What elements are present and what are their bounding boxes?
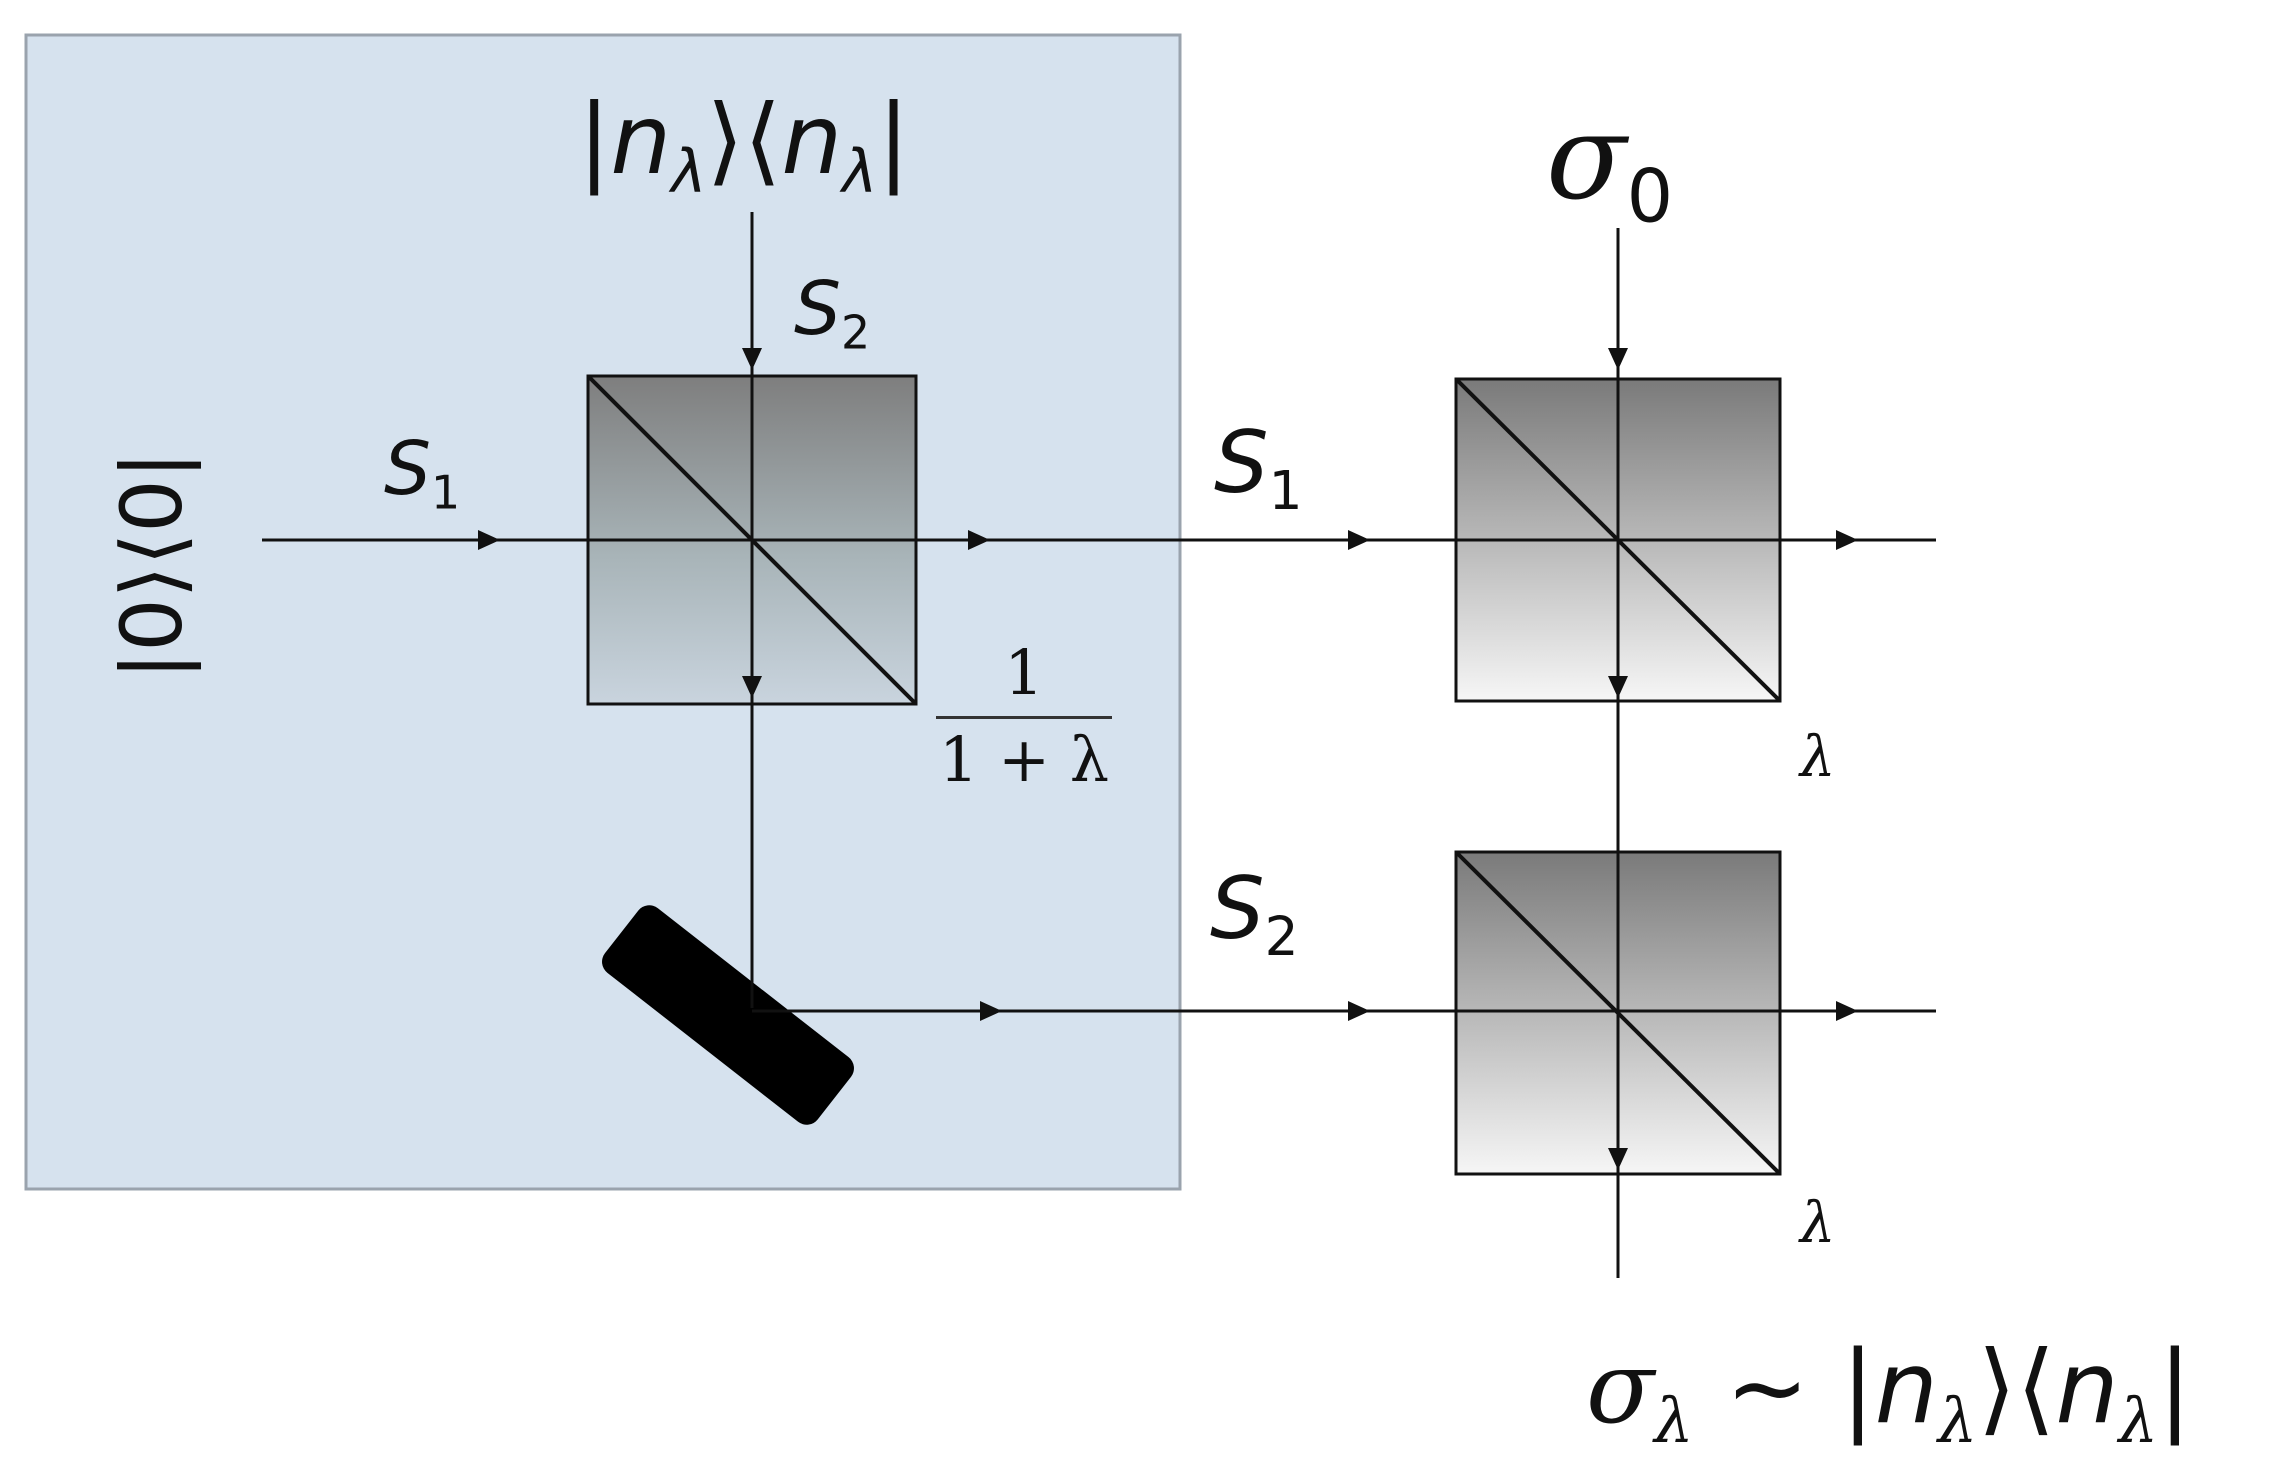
fraction-numerator: 1 — [1004, 636, 1044, 709]
beam-arrows — [478, 348, 1858, 1170]
lambda-label-bottom: λ — [1800, 1191, 1836, 1256]
s1-outer-sub: 1 — [1268, 460, 1303, 523]
n-left: n — [610, 84, 672, 196]
out-n1-sub: λ — [1938, 1383, 1978, 1457]
out-n2-sub: λ — [2118, 1383, 2159, 1457]
s2-inner-label: S2 — [794, 272, 870, 357]
s2-outer-label: S2 — [1210, 866, 1299, 964]
s2-inner-sub: 2 — [840, 305, 871, 360]
s2-outer-letter: S — [1210, 859, 1265, 959]
out-end: | — [2158, 1329, 2192, 1446]
beam-paths — [262, 212, 1936, 1278]
transmission-fraction: 1 1 + λ — [936, 642, 1112, 791]
input-label-top: |nλ⟩⟨nλ| — [578, 92, 910, 203]
n-right: n — [781, 84, 843, 196]
n-right-sub: λ — [842, 138, 878, 208]
fraction-bar — [936, 716, 1112, 719]
lambda-label-top: λ — [1800, 725, 1836, 790]
vacuum-input-label: |0⟩⟨0| — [103, 450, 201, 680]
s2-inner-letter: S — [794, 266, 841, 352]
bar-left: | — [578, 84, 611, 196]
output-label: σλ ∼ |nλ⟩⟨nλ| — [1586, 1338, 2192, 1452]
bar-right: | — [877, 84, 910, 196]
n-left-sub: λ — [671, 138, 707, 208]
out-sigma: σ — [1586, 1329, 1655, 1446]
s2-outer-sub: 2 — [1264, 906, 1299, 969]
s1-inner-sub: 1 — [430, 465, 461, 520]
out-relation: ∼ |n — [1693, 1329, 1939, 1446]
sigma0-label: σ0 — [1546, 98, 1673, 234]
ket-bra: ⟩⟨ — [706, 84, 782, 196]
s1-inner-label: S1 — [384, 432, 460, 517]
s1-inner-letter: S — [384, 426, 431, 512]
s1-outer-label: S1 — [1214, 420, 1303, 518]
fraction-denominator: 1 + λ — [938, 723, 1110, 796]
s1-outer-letter: S — [1214, 413, 1269, 513]
sigma0-letter: σ — [1546, 88, 1627, 226]
sigma0-sub: 0 — [1626, 154, 1674, 240]
out-sigma-sub: λ — [1654, 1383, 1694, 1457]
mirror — [602, 905, 854, 1125]
out-mid: ⟩⟨n — [1977, 1329, 2119, 1446]
